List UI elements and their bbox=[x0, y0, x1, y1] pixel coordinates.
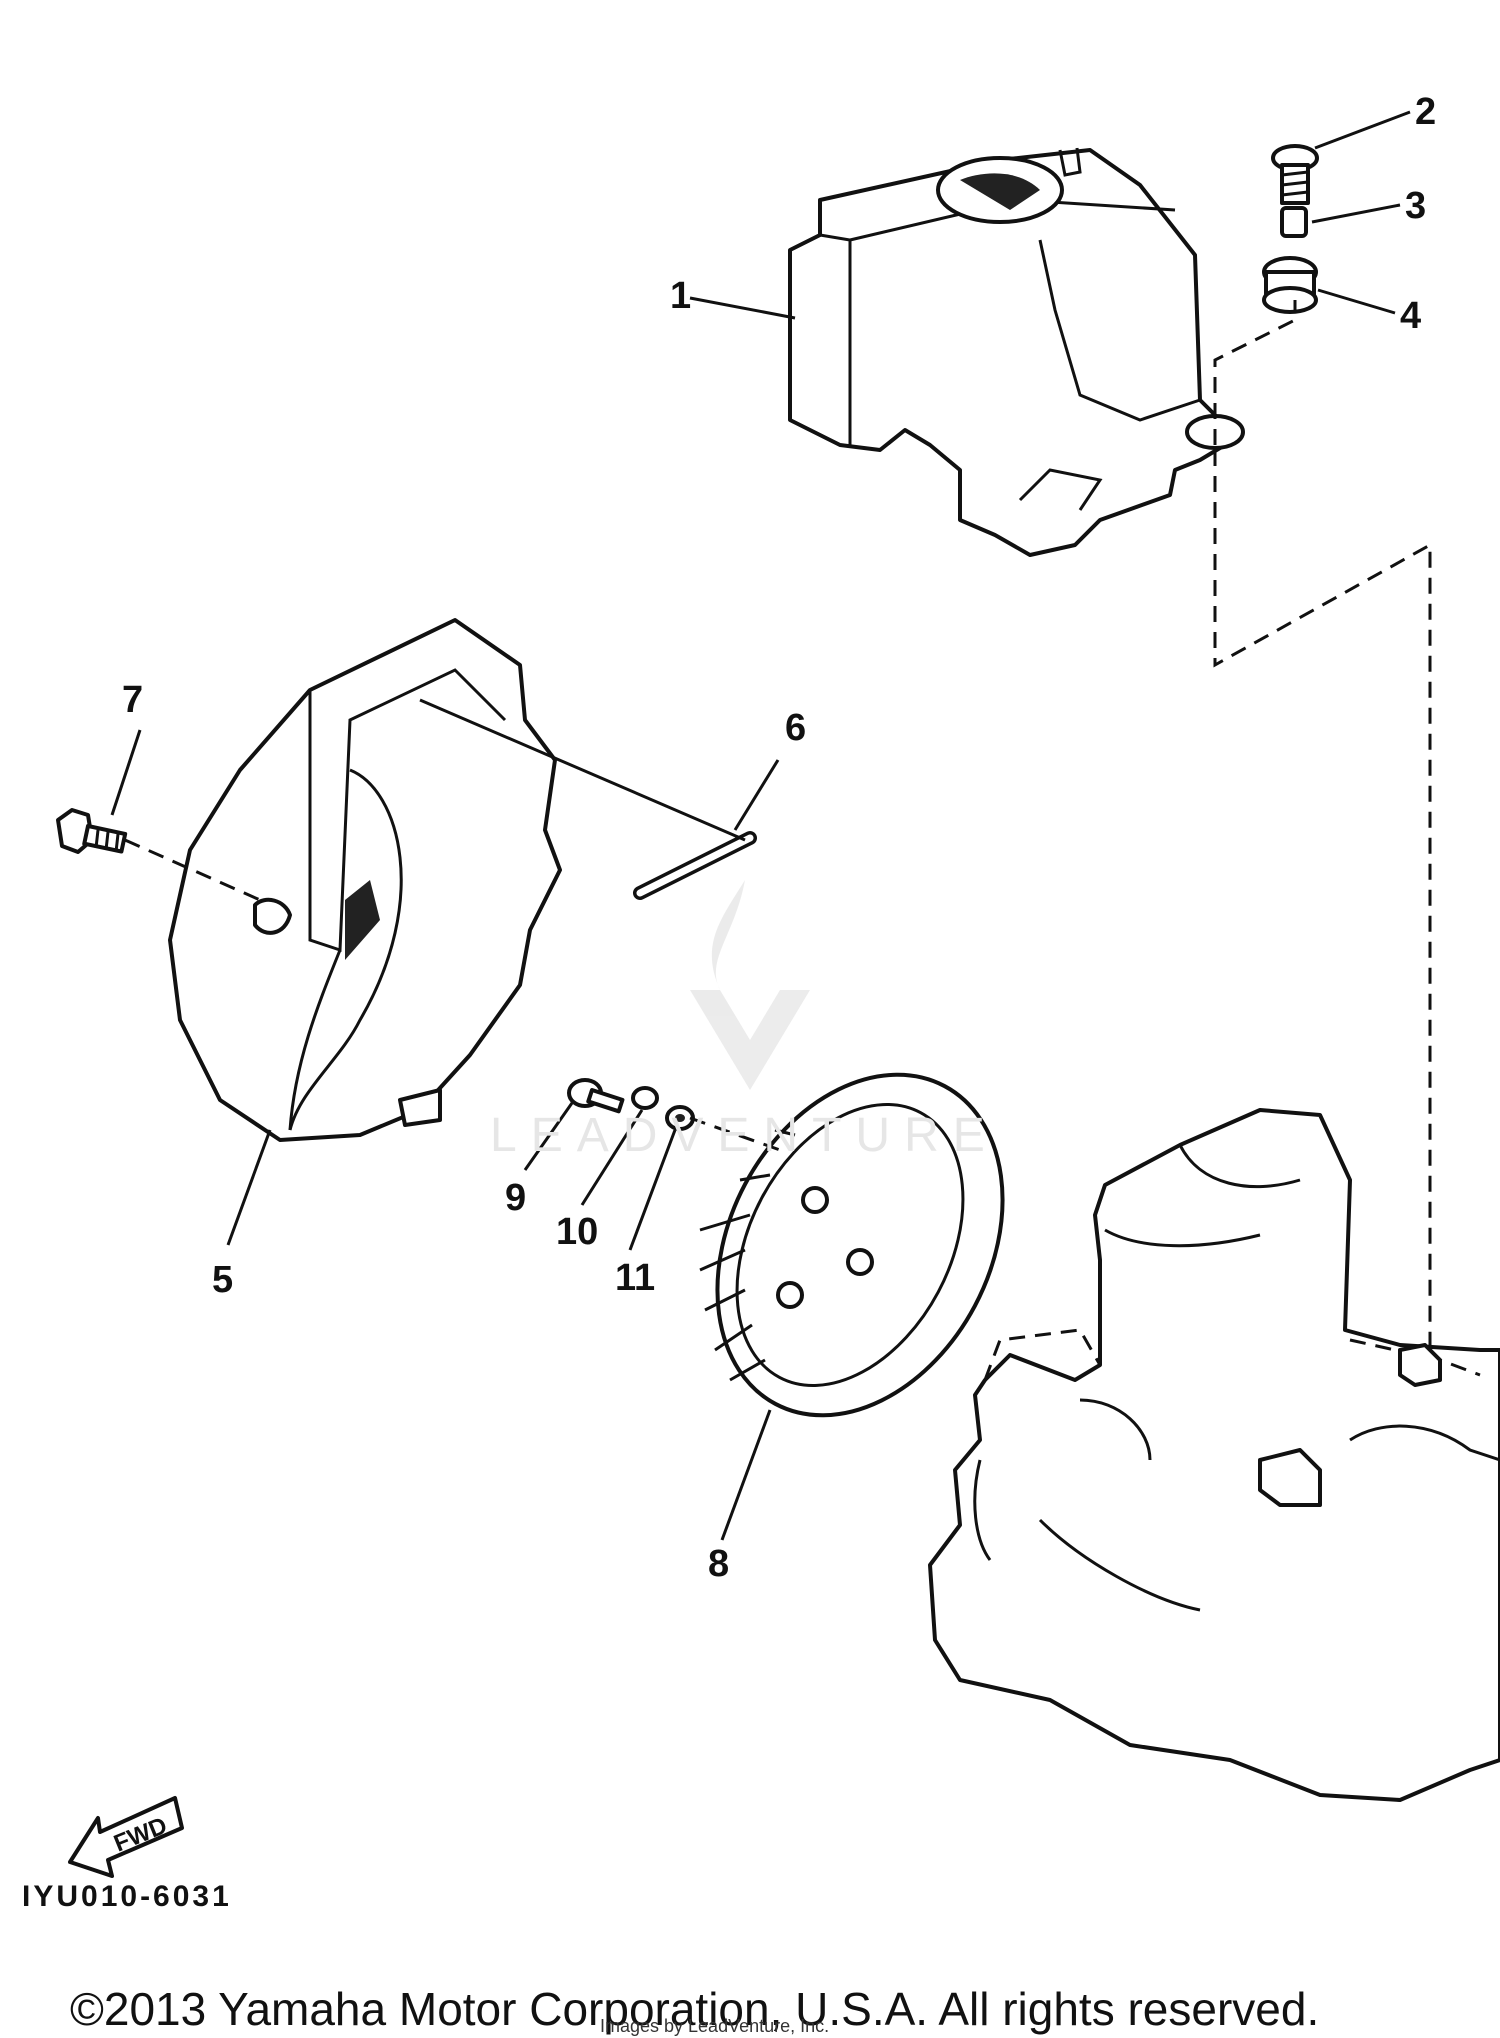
diagram-code: IYU010-6031 bbox=[22, 1880, 232, 1913]
watermark-logo bbox=[690, 880, 810, 1090]
engine-block-reference bbox=[928, 1108, 1500, 1802]
part-label-8: 8 bbox=[708, 1543, 729, 1585]
part-9-screw bbox=[567, 1078, 625, 1114]
part-label-4: 4 bbox=[1400, 295, 1421, 337]
part-7-bolt bbox=[56, 808, 128, 854]
part-10-washer bbox=[631, 1086, 659, 1110]
image-credit: Images by LeadVenture, Inc. bbox=[600, 2016, 830, 2036]
part-8-flywheel-fan bbox=[699, 1072, 1005, 1418]
copyright-notice: ©2013 Yamaha Motor Corporation, U.S.A. A… bbox=[70, 1983, 1320, 2035]
part-5-fan-housing bbox=[168, 618, 562, 1142]
assembly-guide-lines bbox=[124, 300, 1432, 1345]
part-2-bolt bbox=[1271, 144, 1319, 205]
part-label-10: 10 bbox=[556, 1211, 598, 1253]
part-label-7: 7 bbox=[122, 679, 143, 721]
watermark-text: LEADVENTURE bbox=[490, 1109, 999, 1162]
part-4-grommet bbox=[1262, 256, 1318, 314]
part-label-11: 11 bbox=[615, 1257, 655, 1299]
part-label-2: 2 bbox=[1415, 91, 1436, 133]
part-6-pin bbox=[633, 831, 757, 900]
part-label-3: 3 bbox=[1405, 185, 1426, 227]
part-label-1: 1 bbox=[670, 275, 691, 317]
part-label-9: 9 bbox=[505, 1177, 526, 1219]
part-label-6: 6 bbox=[785, 707, 806, 749]
part-label-5: 5 bbox=[212, 1259, 233, 1301]
label-leader-lines bbox=[110, 110, 1411, 1541]
part-1-shroud bbox=[788, 147, 1245, 557]
part-number-labels: 1 2 3 4 5 6 7 8 9 10 11 bbox=[122, 91, 1436, 1585]
forward-direction-arrow: FWD bbox=[68, 1796, 184, 1878]
part-3-collar bbox=[1280, 206, 1308, 238]
